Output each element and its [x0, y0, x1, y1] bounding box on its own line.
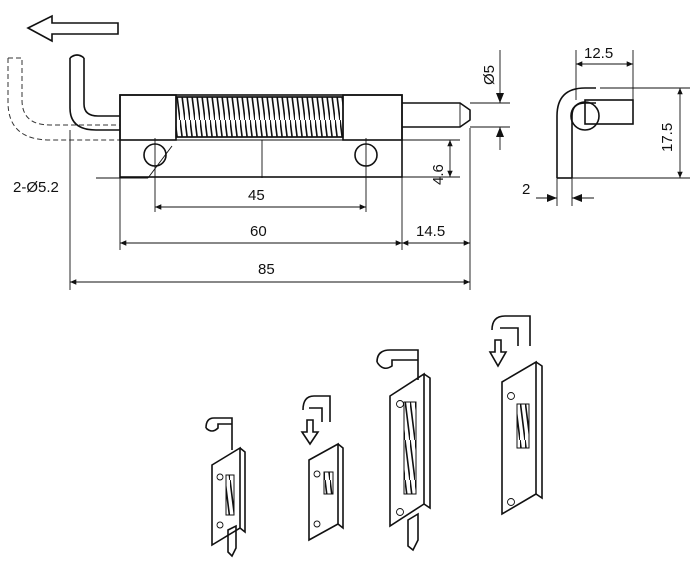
dim-45-label: 45 — [248, 187, 265, 204]
front-view: 2-Ø5.2 45 60 14.5 85 4.6 Ø5 — [7, 14, 510, 290]
dim-14-5-label: 14.5 — [416, 223, 445, 240]
hole-diameter-label: 2-Ø5.2 — [13, 179, 59, 196]
left-arrow-icon — [26, 14, 119, 43]
down-arrow-icon — [488, 339, 508, 368]
dim-85-label: 85 — [258, 261, 275, 278]
latch-large-retracted — [488, 315, 543, 516]
latch-small-extended — [205, 417, 246, 558]
dim-2-label: 2 — [522, 181, 530, 198]
dim-5-label: Ø5 — [481, 65, 498, 85]
dim-17-5-label: 17.5 — [659, 123, 676, 152]
latch-small-retracted — [300, 395, 344, 542]
latch-large-extended — [376, 349, 431, 552]
dim-60-label: 60 — [250, 223, 267, 240]
side-view: 12.5 17.5 2 — [522, 45, 690, 206]
down-arrow-icon — [300, 419, 320, 446]
dim-12-5-label: 12.5 — [584, 45, 613, 62]
dim-4-6-label: 4.6 — [430, 164, 447, 185]
